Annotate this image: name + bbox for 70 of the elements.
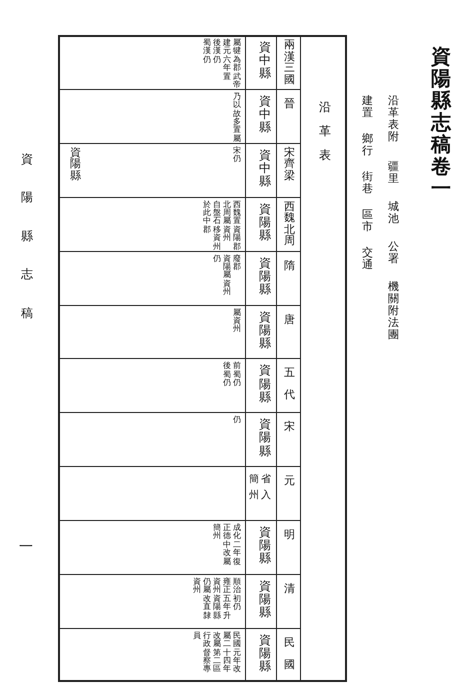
history-note: 資州	[193, 578, 201, 595]
county-name: 資陽縣	[70, 146, 81, 182]
history-note: 仍	[233, 416, 241, 425]
contents-entry: 交通	[362, 247, 373, 272]
history-note: 西魏置資陽郡	[233, 200, 241, 252]
contents-entry: 沿革表附	[388, 95, 399, 144]
contents-entry: 疆里	[388, 161, 399, 186]
history-note: 宋仍	[233, 146, 241, 164]
dynasty-name: 晉	[284, 96, 295, 112]
county-name: 資陽縣	[259, 418, 271, 458]
history-note: 雍正五年升	[223, 578, 231, 620]
contents-entry: 街巷	[362, 171, 373, 196]
dynasty-name: 明	[284, 527, 295, 544]
history-note: 員	[193, 632, 201, 640]
dynasty-name: 宋齊梁	[284, 146, 295, 182]
history-note: 省入	[261, 472, 271, 504]
dynasty-name: 元	[284, 473, 295, 490]
history-note: 成化二年復	[233, 524, 241, 566]
contents-entry: 城池	[388, 201, 399, 226]
page-number: 一	[19, 540, 33, 556]
history-note: 乃以故多置屬	[233, 92, 241, 144]
county-name: 資陽縣	[259, 634, 271, 674]
county-name: 資中縣	[259, 148, 271, 188]
history-note: 仍	[213, 254, 221, 263]
county-name: 資中縣	[259, 94, 271, 134]
county-name: 資中縣	[259, 41, 271, 81]
table-heading: 沿革表	[319, 99, 331, 164]
dynasty-name: 隋	[284, 258, 295, 274]
history-note: 後蜀仍	[223, 362, 231, 388]
contents-entry: 鄉行	[362, 133, 373, 158]
history-note: 順治初仍	[233, 578, 241, 612]
dynasty-name: 兩漢三國	[284, 39, 295, 86]
history-note: 屬資州	[233, 308, 241, 334]
history-note: 資州資陽縣	[213, 578, 221, 620]
contents-entry: 機關附法團	[388, 281, 399, 342]
dynasty-name: 宋	[284, 419, 295, 436]
county-name: 資陽縣	[259, 526, 271, 566]
history-note: 簡州	[249, 473, 259, 504]
history-note: 行政督察專	[203, 632, 211, 674]
history-note: 蜀漢仍	[203, 39, 211, 64]
dynasty-name: 西魏北周	[284, 200, 295, 247]
history-note: 後漢仍	[213, 39, 221, 64]
history-note: 屬二十四年	[223, 632, 231, 674]
history-note: 自盤石移資州	[213, 200, 221, 252]
county-name: 資陽縣	[259, 580, 271, 620]
dynasty-name: 民國	[284, 634, 295, 673]
county-name: 資陽縣	[259, 256, 271, 296]
dynasty-name: 唐	[284, 312, 295, 328]
county-name: 資陽縣	[259, 364, 271, 404]
contents-entry: 建置	[362, 95, 373, 120]
history-note: 屬犍為郡武帝	[233, 39, 241, 90]
history-note: 建元六年置	[223, 39, 231, 81]
history-note: 改屬第二區	[213, 632, 221, 674]
history-note: 於此中郡	[203, 200, 211, 234]
history-note: 仍屬改直隸	[203, 578, 211, 620]
history-note: 北周屬資州	[223, 200, 231, 243]
history-note: 廢郡	[233, 254, 241, 272]
history-note: 正德中改屬	[223, 524, 231, 566]
history-note: 簡州	[213, 524, 221, 541]
running-head: 資陽縣志稿	[21, 151, 33, 322]
county-name: 資陽縣	[259, 310, 271, 350]
dynasty-name: 五代	[284, 365, 295, 404]
county-name: 資陽縣	[259, 202, 271, 242]
contents-entry: 區市	[362, 209, 373, 234]
dynasty-name: 清	[284, 581, 295, 597]
history-note: 前蜀仍	[233, 362, 241, 388]
page-title: 資陽縣志稿卷一	[431, 45, 451, 199]
contents-entry: 公署	[388, 241, 399, 266]
history-note: 資陽屬資州	[223, 254, 231, 297]
history-note: 民國元年改	[233, 632, 241, 674]
